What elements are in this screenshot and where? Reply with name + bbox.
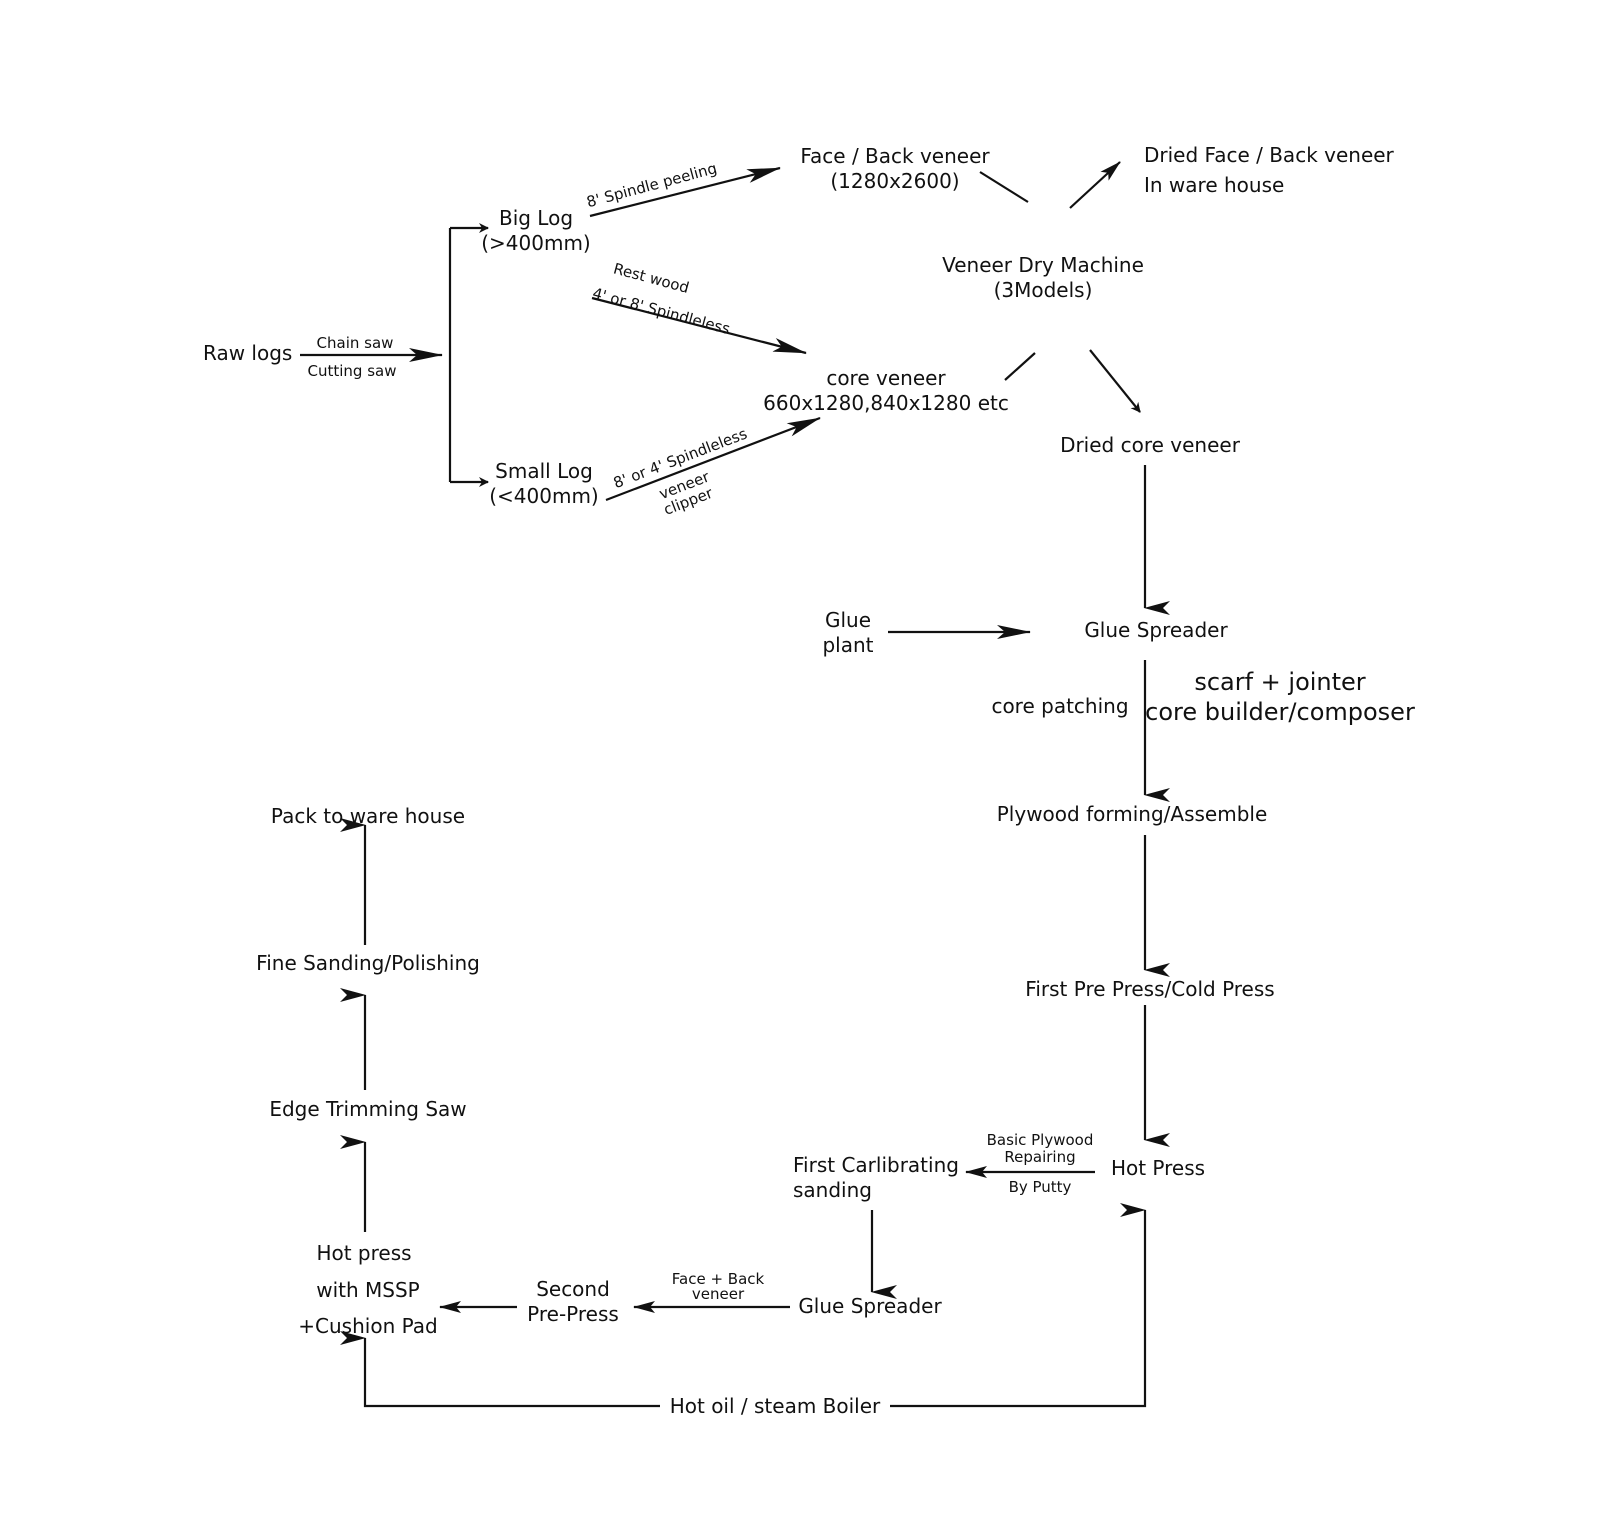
core-veneer-size: 660x1280,840x1280 etc — [763, 391, 1009, 415]
core-builder-label: core builder/composer — [1145, 698, 1415, 726]
basic-repairing-label-2: Repairing — [1004, 1148, 1075, 1166]
cutting-saw-label: Cutting saw — [308, 362, 397, 380]
hot-press-label: Hot Press — [1111, 1156, 1205, 1180]
hot-press-mssp-label-1: Hot press — [316, 1241, 411, 1265]
spindleless-48-label: 4' or 8' Spindleless — [591, 284, 733, 338]
face-back-veneer-label: Face / Back veneer — [800, 144, 990, 168]
plywood-forming-label: Plywood forming/Assemble — [997, 802, 1268, 826]
arrow-small-to-core-veneer — [605, 416, 821, 502]
line-core-to-dryer — [1004, 352, 1036, 381]
dried-core-veneer-label: Dried core veneer — [1060, 433, 1241, 457]
veneer-dry-machine-label: Veneer Dry Machine — [942, 253, 1144, 277]
edge-trimming-label: Edge Trimming Saw — [269, 1097, 466, 1121]
hot-press-mssp-label-2: with MSSP — [316, 1278, 420, 1302]
veneer-dry-machine-models: (3Models) — [994, 278, 1093, 302]
core-patching-label: core patching — [991, 694, 1128, 718]
basic-repairing-label-1: Basic Plywood — [987, 1131, 1094, 1149]
spindle-peeling-label: 8' Spindle peeling — [585, 159, 719, 211]
boiler-line-right — [890, 1203, 1147, 1408]
arrow-big-to-face-veneer — [589, 166, 781, 218]
fine-sanding-label: Fine Sanding/Polishing — [256, 951, 480, 975]
first-calibrating-label-2: sanding — [793, 1178, 872, 1202]
pack-warehouse-label: Pack to ware house — [271, 804, 465, 828]
glue-plant-label-2: plant — [822, 633, 873, 657]
big-log-size: (>400mm) — [481, 231, 591, 255]
first-calibrating-label-1: First Carlibrating — [793, 1153, 959, 1177]
dried-face-back-location: In ware house — [1144, 173, 1284, 197]
hot-press-mssp-label-3: +Cushion Pad — [298, 1314, 437, 1338]
boiler-line-left — [340, 1331, 660, 1408]
core-veneer-label: core veneer — [826, 366, 946, 390]
face-back-edge-label-1: Face + Back — [672, 1270, 765, 1288]
scarf-jointer-label: scarf + jointer — [1194, 668, 1365, 696]
chain-saw-label: Chain saw — [317, 334, 394, 352]
by-putty-label: By Putty — [1009, 1178, 1072, 1196]
small-log-label: Small Log — [495, 459, 593, 483]
first-pre-press-label: First Pre Press/Cold Press — [1025, 977, 1274, 1001]
face-back-veneer-size: (1280x2600) — [830, 169, 959, 193]
face-back-edge-label-2: veneer — [692, 1285, 745, 1303]
second-pre-press-label-2: Pre-Press — [527, 1302, 619, 1326]
arrow-big-to-core-veneer — [591, 296, 807, 355]
second-pre-press-label-1: Second — [536, 1277, 610, 1301]
raw-logs-label: Raw logs — [203, 341, 292, 365]
boiler-label: Hot oil / steam Boiler — [670, 1394, 881, 1418]
glue-spreader-2-label: Glue Spreader — [798, 1294, 942, 1318]
arrow-dryer-to-dried-core — [1089, 349, 1141, 413]
big-log-label: Big Log — [499, 206, 573, 230]
arrow-dryer-to-dried-face — [1069, 161, 1121, 209]
line-face-to-dryer — [979, 171, 1029, 203]
glue-plant-label-1: Glue — [825, 608, 871, 632]
dried-face-back-label: Dried Face / Back veneer — [1144, 143, 1395, 167]
small-log-size: (<400mm) — [489, 484, 599, 508]
glue-spreader-1-label: Glue Spreader — [1084, 618, 1228, 642]
